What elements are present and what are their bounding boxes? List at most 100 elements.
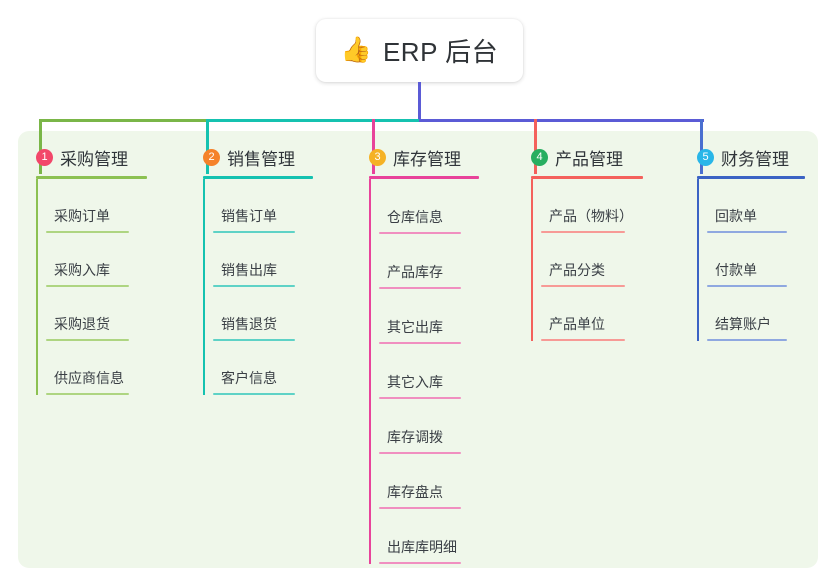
leaf-underline [46,231,129,233]
branch-children-5: 回款单付款单结算账户 [697,179,805,341]
leaf-label: 出库库明细 [387,539,457,555]
branch-underline-4 [531,176,643,179]
leaf-label: 产品单位 [549,316,605,332]
leaf-underline [379,287,461,289]
leaf-node[interactable]: 产品单位 [531,287,643,341]
leaf-node[interactable]: 客户信息 [203,341,313,395]
leaf-node[interactable]: 库存盘点 [369,454,479,509]
leaf-node[interactable]: 采购订单 [36,179,147,233]
leaf-node[interactable]: 销售出库 [203,233,313,287]
leaf-label: 采购退货 [54,316,110,332]
leaf-label: 仓库信息 [387,209,443,225]
leaf-label: 结算账户 [715,316,771,332]
leaf-underline [379,507,461,509]
branches-panel [18,131,818,568]
leaf-node[interactable]: 销售退货 [203,287,313,341]
branch-number-badge-4: 4 [531,148,548,166]
leaf-node[interactable]: 结算账户 [697,287,805,341]
leaf-underline [707,339,787,341]
leaf-node[interactable]: 供应商信息 [36,341,147,395]
leaf-node[interactable]: 采购退货 [36,287,147,341]
leaf-node[interactable]: 产品（物料） [531,179,643,233]
branch-header-4[interactable]: 4 产品管理 [531,144,643,170]
branch-drop-line-2 [206,119,209,174]
branch-children-2: 销售订单销售出库销售退货客户信息 [203,179,313,395]
branch-title-3: 库存管理 [393,149,461,169]
leaf-label: 产品库存 [387,264,443,280]
leaf-underline [379,232,461,234]
leaf-label: 库存盘点 [387,484,443,500]
branch-underline-2 [203,176,313,179]
leaf-underline [213,231,295,233]
leaf-label: 采购入库 [54,262,110,278]
leaf-node[interactable]: 出库库明细 [369,509,479,564]
branch-underline-5 [697,176,805,179]
branch-children-1: 采购订单采购入库采购退货供应商信息 [36,179,147,395]
leaf-underline [213,339,295,341]
leaf-node[interactable]: 付款单 [697,233,805,287]
leaf-node[interactable]: 产品库存 [369,234,479,289]
root-node[interactable]: 👍 ERP 后台 [316,19,523,82]
branch-title-2: 销售管理 [227,149,295,169]
leaf-label: 采购订单 [54,208,110,224]
leaf-label: 库存调拨 [387,429,443,445]
branch-column-3: 3 库存管理仓库信息产品库存其它出库其它入库库存调拨库存盘点出库库明细 [369,144,479,564]
leaf-node[interactable]: 库存调拨 [369,399,479,454]
leaf-underline [379,562,461,564]
leaf-node[interactable]: 回款单 [697,179,805,233]
leaf-underline [46,339,129,341]
leaf-node[interactable]: 产品分类 [531,233,643,287]
branch-underline-3 [369,176,479,179]
leaf-underline [707,231,787,233]
branch-column-4: 4 产品管理产品（物料） 产品分类产品单位 [531,144,643,341]
leaf-underline [541,285,625,287]
branch-children-4: 产品（物料） 产品分类产品单位 [531,179,643,341]
leaf-underline [379,397,461,399]
leaf-label: 产品分类 [549,262,605,278]
leaf-underline [213,393,295,395]
leaf-label: 销售退货 [221,316,277,332]
leaf-node[interactable]: 仓库信息 [369,179,479,234]
branch-column-2: 2 销售管理销售订单销售出库销售退货客户信息 [203,144,313,395]
branch-drop-line-4 [534,119,537,174]
branch-number-badge-3: 3 [369,148,386,166]
leaf-underline [46,285,129,287]
branch-drop-line-3 [372,119,375,174]
branch-title-1: 采购管理 [60,149,128,169]
leaf-label: 供应商信息 [54,370,124,386]
leaf-label: 其它出库 [387,319,443,335]
branch-spine-5 [697,179,699,341]
branch-number-badge-2: 2 [203,148,220,166]
leaf-underline [46,393,129,395]
branch-header-3[interactable]: 3 库存管理 [369,144,479,170]
branch-spine-3 [369,179,371,564]
leaf-node[interactable]: 其它出库 [369,289,479,344]
leaf-node[interactable]: 销售订单 [203,179,313,233]
leaf-underline [379,452,461,454]
leaf-underline [541,231,625,233]
leaf-underline [541,339,625,341]
branch-drop-line-5 [700,119,703,174]
trunk-segment-green [40,119,207,122]
root-node-content: 👍 ERP 后台 [341,32,498,69]
trunk-segment-teal [207,119,419,122]
branch-drop-line-1 [39,119,42,174]
leaf-label: 付款单 [715,262,757,278]
branch-underline-1 [36,176,147,179]
leaf-node[interactable]: 其它入库 [369,344,479,399]
leaf-label: 销售出库 [221,262,277,278]
leaf-label: 产品（物料） [549,208,633,224]
leaf-label: 其它入库 [387,374,443,390]
leaf-label: 销售订单 [221,208,277,224]
root-title: ERP 后台 [382,37,499,67]
branch-title-4: 产品管理 [555,149,623,169]
leaf-node[interactable]: 采购入库 [36,233,147,287]
branch-number-badge-5: 5 [697,148,714,166]
branch-header-2[interactable]: 2 销售管理 [203,144,313,170]
branch-spine-1 [36,179,38,395]
